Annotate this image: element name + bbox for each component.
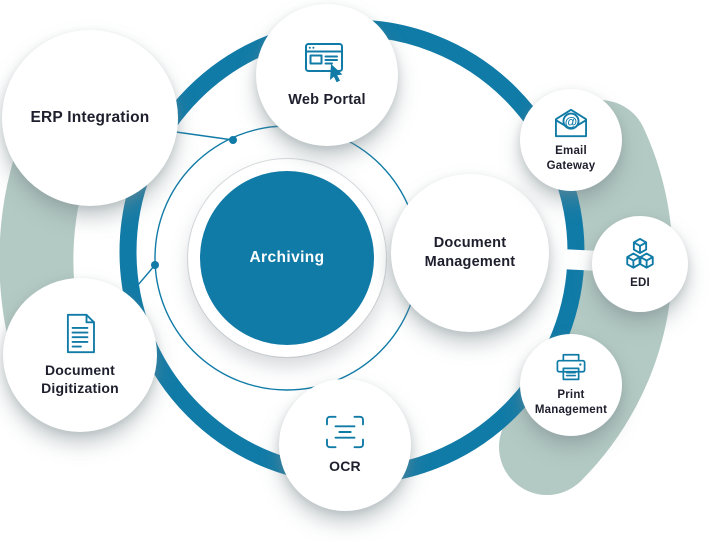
node-label: OCR — [329, 458, 361, 475]
connector-dot-digitization — [151, 261, 159, 269]
svg-text:@: @ — [565, 114, 577, 128]
node-label: Document Management — [424, 235, 516, 270]
node-label: Web Portal — [288, 91, 366, 108]
hub-label: Archiving — [249, 249, 325, 266]
node-erp-integration: ERP Integration — [2, 30, 178, 206]
node-label: Print Management — [534, 389, 608, 416]
connector-line-digitization — [131, 264, 156, 293]
node-document-digitization: Document Digitization — [3, 278, 157, 432]
node-label: Email Gateway — [546, 144, 596, 172]
connector-bar-ocr — [303, 337, 339, 398]
node-edi: EDI — [592, 216, 688, 312]
node-label: ERP Integration — [30, 108, 150, 126]
node-label: Document Digitization — [41, 361, 119, 396]
node-document-management: Document Management — [391, 174, 549, 332]
ocr-scan-icon — [326, 416, 364, 449]
connector-bar-edi — [530, 248, 610, 271]
document-lines-icon — [66, 313, 95, 353]
connector-line-erp — [175, 131, 234, 141]
cubes-icon — [626, 237, 654, 269]
node-ocr: OCR — [279, 379, 411, 511]
node-email-gateway: @ Email Gateway — [520, 89, 622, 191]
node-web-portal: Web Portal — [256, 4, 398, 146]
browser-cursor-icon — [305, 42, 343, 82]
node-print-management: Print Management — [520, 334, 622, 436]
email-at-icon: @ — [555, 108, 587, 137]
archiving-hub: Archiving — [188, 159, 386, 357]
printer-icon — [556, 353, 586, 381]
node-label: EDI — [630, 277, 650, 290]
connector-dot-erp — [229, 136, 237, 144]
